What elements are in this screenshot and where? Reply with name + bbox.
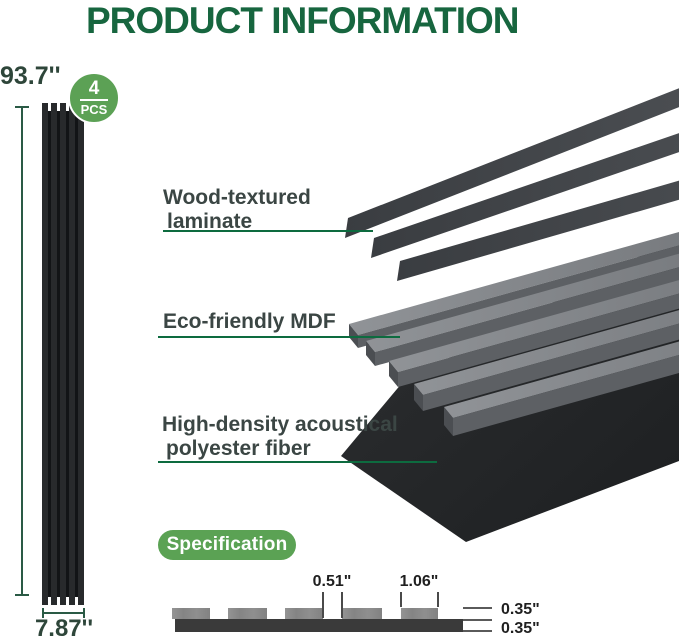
cross-section-slat-1 (172, 608, 210, 619)
width-dimension-cap-right (83, 608, 85, 618)
laminate-strip-3 (397, 180, 679, 281)
mdf-board-3 (389, 280, 679, 387)
pcs-badge-divider (80, 99, 108, 101)
dim-thickness-line-mid (463, 619, 492, 621)
dim-slat-width-line-left (400, 592, 402, 607)
dim-gap-line-left (322, 592, 324, 618)
mdf-board-2 (366, 253, 679, 366)
layer-label-mdf: Eco-friendly MDF (163, 310, 336, 333)
cross-section-slat-5 (401, 608, 438, 619)
layer-label-laminate: Wood-textured laminate (163, 186, 311, 233)
mdf-board-5 (444, 341, 679, 436)
width-dimension-label: 7.87'' (34, 615, 94, 640)
dim-gap-width-label: 0.51" (312, 573, 352, 590)
layer-underline-laminate (163, 230, 373, 232)
cross-section-slat-3 (285, 608, 323, 619)
dim-gap-line-right (341, 592, 343, 618)
pcs-badge-count: 4 (88, 78, 100, 99)
dim-thickness-line-top (463, 607, 492, 609)
dim-slat-width-line-right (437, 592, 439, 607)
dim-thickness-line-bottom (463, 630, 492, 632)
slat-panel (42, 111, 84, 597)
slat-panel-bottom-teeth (42, 597, 84, 605)
mdf-board-4 (414, 310, 679, 411)
dim-base-thickness-label: 0.35" (501, 620, 540, 637)
width-dimension-line (42, 612, 85, 614)
laminate-strip-2 (371, 133, 679, 258)
cross-section-slat-4 (342, 608, 382, 619)
layer-underline-fiber (158, 461, 437, 463)
cross-section-base (175, 619, 463, 632)
layer-label-fiber: High-density acoustical polyester fiber (162, 413, 398, 460)
specification-heading: Specification (158, 530, 296, 560)
dim-slat-thickness-label: 0.35" (501, 601, 540, 618)
slat-panel-top-teeth (42, 103, 84, 111)
height-dimension-cap-bottom (15, 594, 29, 596)
height-dimension-line (21, 106, 23, 596)
pcs-badge-unit: PCS (80, 102, 108, 117)
layer-underline-mdf (158, 336, 400, 338)
pcs-badge: 4 PCS (68, 72, 120, 124)
laminate-strip-1 (345, 88, 679, 238)
dim-slat-width-label: 1.06" (399, 573, 439, 590)
cross-section-slat-2 (228, 608, 267, 619)
page-title: PRODUCT INFORMATION (86, 0, 520, 41)
height-dimension-label: 93.7'' (0, 62, 61, 90)
